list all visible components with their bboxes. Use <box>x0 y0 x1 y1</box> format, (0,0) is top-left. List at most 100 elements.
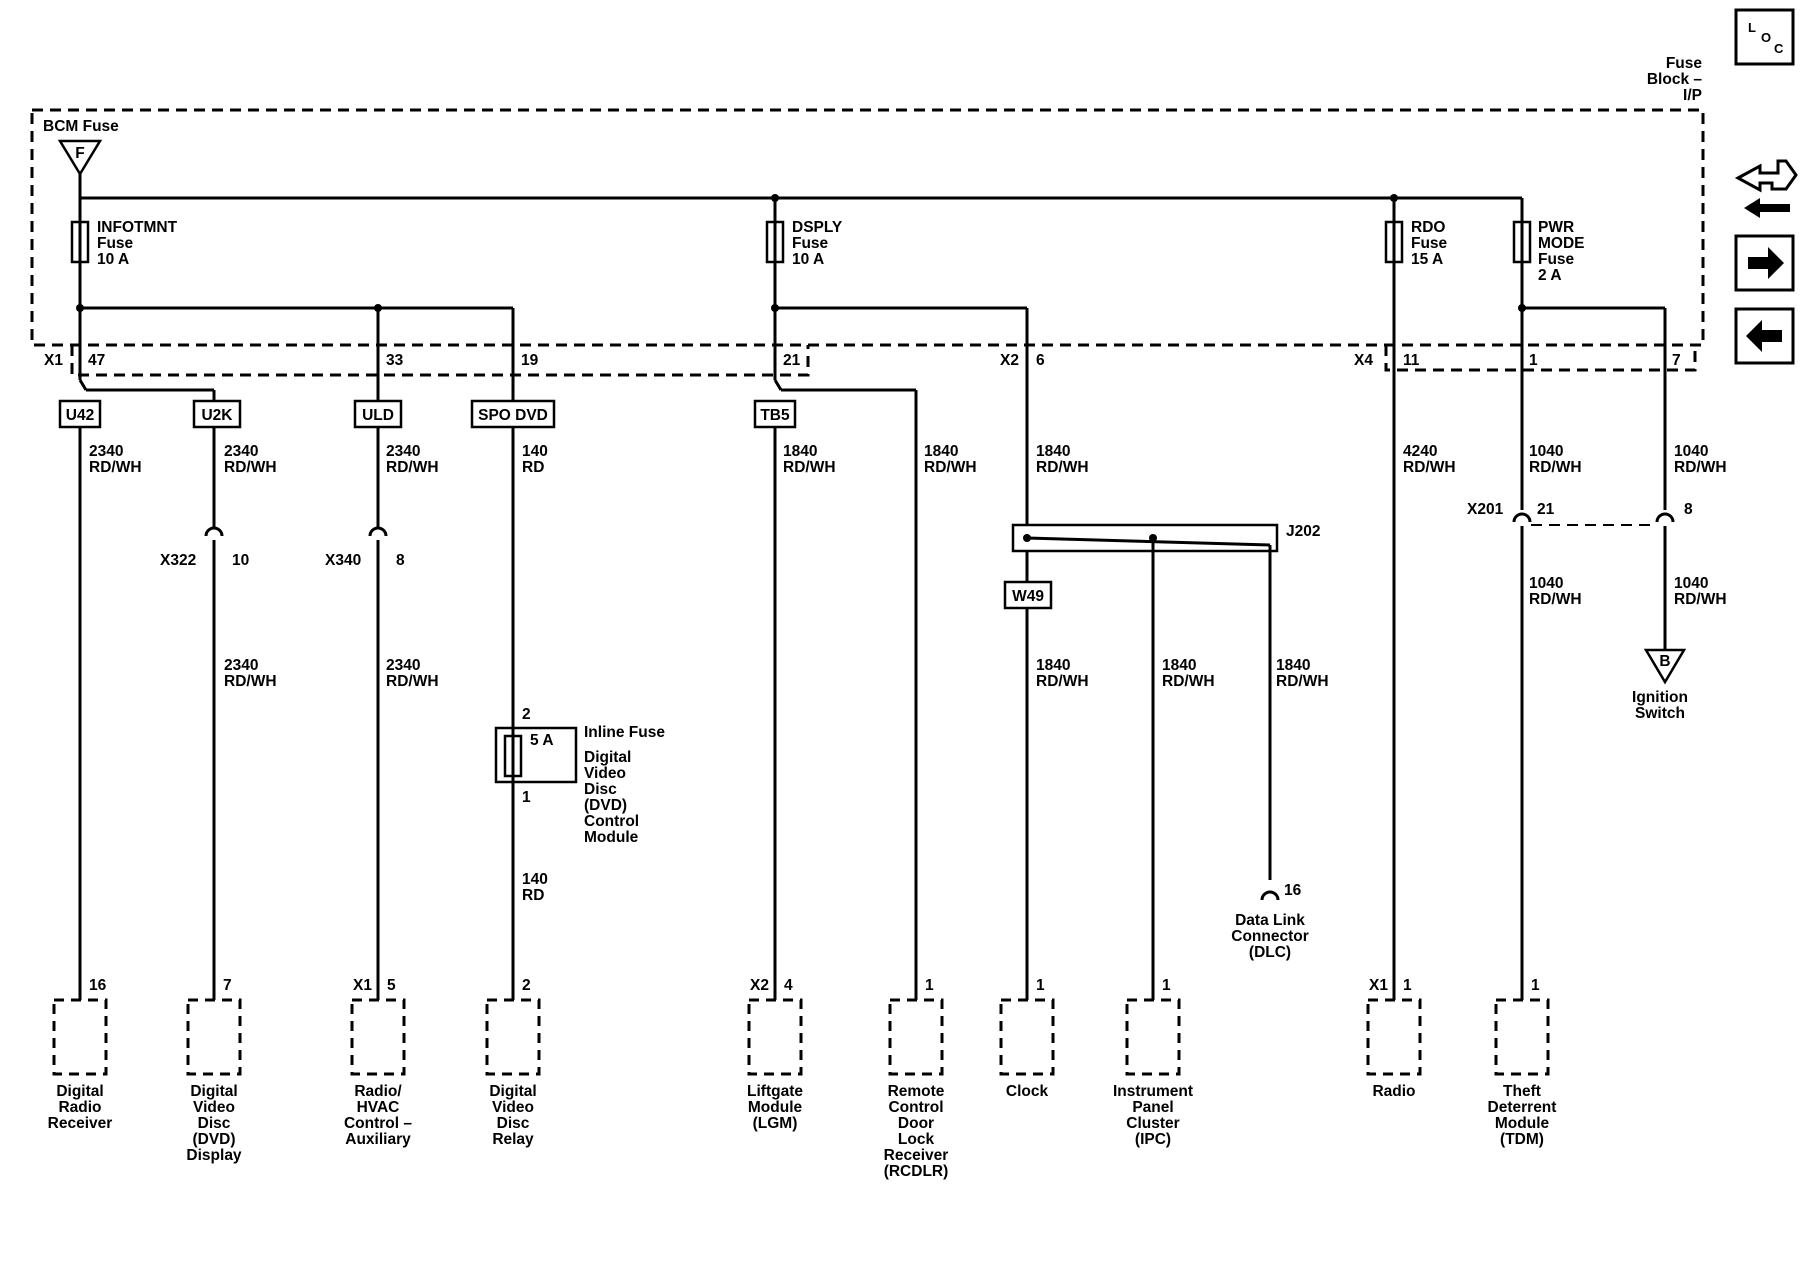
module-label: Module <box>748 1099 803 1116</box>
svg-text:RD/WH: RD/WH <box>89 459 142 476</box>
svg-text:1840: 1840 <box>1036 443 1070 460</box>
svg-text:140: 140 <box>522 443 548 460</box>
svg-text:RD/WH: RD/WH <box>386 673 439 690</box>
module-pin: 1 <box>925 977 934 994</box>
svg-text:140: 140 <box>522 871 548 888</box>
module-box <box>888 998 944 1076</box>
module-pin: 1 <box>1036 977 1045 994</box>
circuit-infotmnt-left: U42 U2K 2340 RD/WH 2340 RD/WH X322 10 23… <box>58 308 277 1000</box>
pin-21: 21 <box>783 352 801 369</box>
ignition-terminal: B <box>1659 653 1670 670</box>
svg-text:DSPLY: DSPLY <box>792 219 843 236</box>
arrow-left-icon[interactable] <box>1734 307 1795 365</box>
svg-text:1840: 1840 <box>924 443 958 460</box>
splice-uld: ULD <box>362 407 394 424</box>
module-label: (TDM) <box>1500 1131 1544 1148</box>
svg-text:Digital: Digital <box>584 749 631 766</box>
arrow-right-icon[interactable] <box>1734 234 1795 292</box>
inline-connector-x322: X322 <box>160 552 196 569</box>
svg-text:RDO: RDO <box>1411 219 1445 236</box>
module-label: Display <box>186 1147 242 1164</box>
fuse-rdo: RDO Fuse 15 A <box>1384 198 1448 308</box>
module-label: Receiver <box>884 1147 949 1164</box>
inline-fuse-title: Inline Fuse <box>584 724 665 741</box>
fuse-block-label-1: Fuse <box>1666 55 1703 72</box>
splice-tb5: TB5 <box>760 407 790 424</box>
module-label: Receiver <box>48 1115 113 1132</box>
module-label: Digital <box>489 1083 536 1100</box>
module-label: Lock <box>898 1131 935 1148</box>
svg-text:RD/WH: RD/WH <box>1162 673 1215 690</box>
svg-text:1040: 1040 <box>1674 575 1708 592</box>
module-label: Deterrent <box>1488 1099 1557 1116</box>
module-pin: 4 <box>784 977 793 994</box>
svg-text:2340: 2340 <box>386 443 420 460</box>
svg-text:RD/WH: RD/WH <box>1403 459 1456 476</box>
module-connector: X1 <box>353 977 372 994</box>
module-label: Liftgate <box>747 1083 803 1100</box>
swap-arrows-icon[interactable] <box>1734 159 1798 218</box>
loc-letter-c: C <box>1774 41 1784 56</box>
circuit-pwr-mode: 1040 RD/WH 1040 RD/WH X201 21 8 1040 RD/… <box>1467 308 1727 1000</box>
module-pin: 16 <box>89 977 107 994</box>
bcm-fuse-terminal: F <box>75 145 84 162</box>
pin-7: 7 <box>1672 352 1681 369</box>
module-connector: X2 <box>750 977 769 994</box>
module-label: Theft <box>1503 1083 1541 1100</box>
svg-text:21: 21 <box>1537 501 1555 518</box>
svg-text:2340: 2340 <box>224 443 258 460</box>
module-label: (IPC) <box>1135 1131 1171 1148</box>
fuse-dsply: DSPLY Fuse 10 A <box>765 198 843 308</box>
connector-x4: X4 <box>1354 352 1373 369</box>
circuit-tb5: TB5 1840 RD/WH 1840 RD/WH <box>753 308 977 1000</box>
loc-button[interactable]: L O C <box>1734 8 1795 66</box>
module-label: Video <box>193 1099 235 1116</box>
svg-text:RD/WH: RD/WH <box>1529 459 1582 476</box>
svg-text:10: 10 <box>232 552 249 569</box>
module-box <box>999 998 1055 1076</box>
module-box <box>1494 998 1550 1076</box>
module-box <box>1125 998 1181 1076</box>
svg-text:1840: 1840 <box>1036 657 1070 674</box>
module-box <box>1366 998 1422 1076</box>
module-label: Module <box>1495 1115 1550 1132</box>
module-box <box>350 998 406 1076</box>
svg-text:PWR: PWR <box>1538 219 1574 236</box>
module-label: (DVD) <box>192 1131 235 1148</box>
module-label: Radio <box>58 1099 101 1116</box>
svg-text:8: 8 <box>1684 501 1693 518</box>
module-pin: 1 <box>1162 977 1171 994</box>
connector-pins: X1 47 33 19 21 X2 6 X4 11 1 7 <box>44 352 1681 369</box>
svg-text:1840: 1840 <box>783 443 817 460</box>
svg-text:Fuse: Fuse <box>1411 235 1448 252</box>
svg-text:(DVD): (DVD) <box>584 797 627 814</box>
pin-47: 47 <box>88 352 105 369</box>
loc-letter-l: L <box>1748 20 1756 35</box>
svg-text:1040: 1040 <box>1674 443 1708 460</box>
module-label: Digital <box>56 1083 103 1100</box>
module-box <box>485 998 541 1076</box>
inline-fuse-rating: 5 A <box>530 732 554 749</box>
inline-connector-x201: X201 <box>1467 501 1504 518</box>
module-label: (RCDLR) <box>884 1163 949 1180</box>
svg-text:1840: 1840 <box>1162 657 1196 674</box>
svg-text:INFOTMNT: INFOTMNT <box>97 219 178 236</box>
svg-text:RD/WH: RD/WH <box>386 459 439 476</box>
svg-text:Ignition: Ignition <box>1632 689 1688 706</box>
svg-text:Switch: Switch <box>1635 705 1685 722</box>
bcm-fuse-label: BCM Fuse <box>43 118 119 135</box>
splice-u2k: U2K <box>201 407 233 424</box>
svg-text:RD/WH: RD/WH <box>1529 591 1582 608</box>
svg-text:1: 1 <box>522 789 531 806</box>
svg-text:15 A: 15 A <box>1411 251 1443 268</box>
module-label: (LGM) <box>753 1115 798 1132</box>
svg-text:Control: Control <box>584 813 639 830</box>
svg-text:Fuse: Fuse <box>97 235 134 252</box>
module-label: Panel <box>1132 1099 1173 1116</box>
module-label: Disc <box>497 1115 530 1132</box>
